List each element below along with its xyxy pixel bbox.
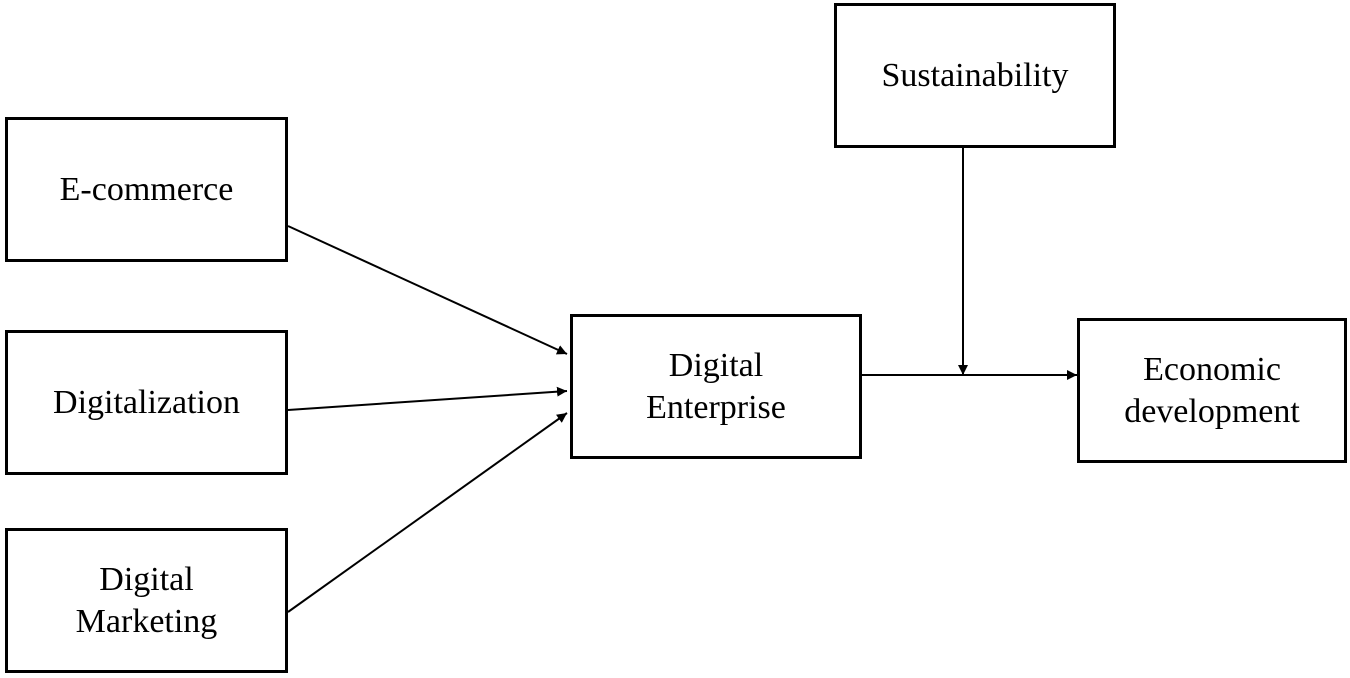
node-economic-development-label-line2: development <box>1124 392 1300 430</box>
node-digital-enterprise-label-line2: Enterprise <box>646 388 786 426</box>
node-digital-enterprise: Digital Enterprise <box>570 314 862 459</box>
node-ecommerce-label: E-commerce <box>59 170 234 208</box>
node-sustainability: Sustainability <box>834 3 1116 148</box>
node-digital-marketing-label-line2: Marketing <box>75 602 218 640</box>
node-ecommerce: E-commerce <box>5 117 288 262</box>
node-digitalization: Digitalization <box>5 330 288 475</box>
node-digital-enterprise-label-line1: Digital <box>668 346 764 384</box>
arrow-digitalization-to-digital-enterprise <box>287 386 568 411</box>
node-digitalization-label: Digitalization <box>53 383 240 421</box>
node-digital-marketing: Digital Marketing <box>5 528 288 673</box>
node-digital-marketing-label-line1: Digital <box>99 560 194 598</box>
node-sustainability-label: Sustainability <box>881 56 1069 94</box>
arrow-ecommerce-to-digital-enterprise <box>287 225 568 355</box>
node-economic-development: Economic development <box>1077 318 1347 463</box>
node-economic-development-label-line1: Economic <box>1143 350 1281 388</box>
arrow-digital-marketing-to-digital-enterprise <box>287 412 568 613</box>
